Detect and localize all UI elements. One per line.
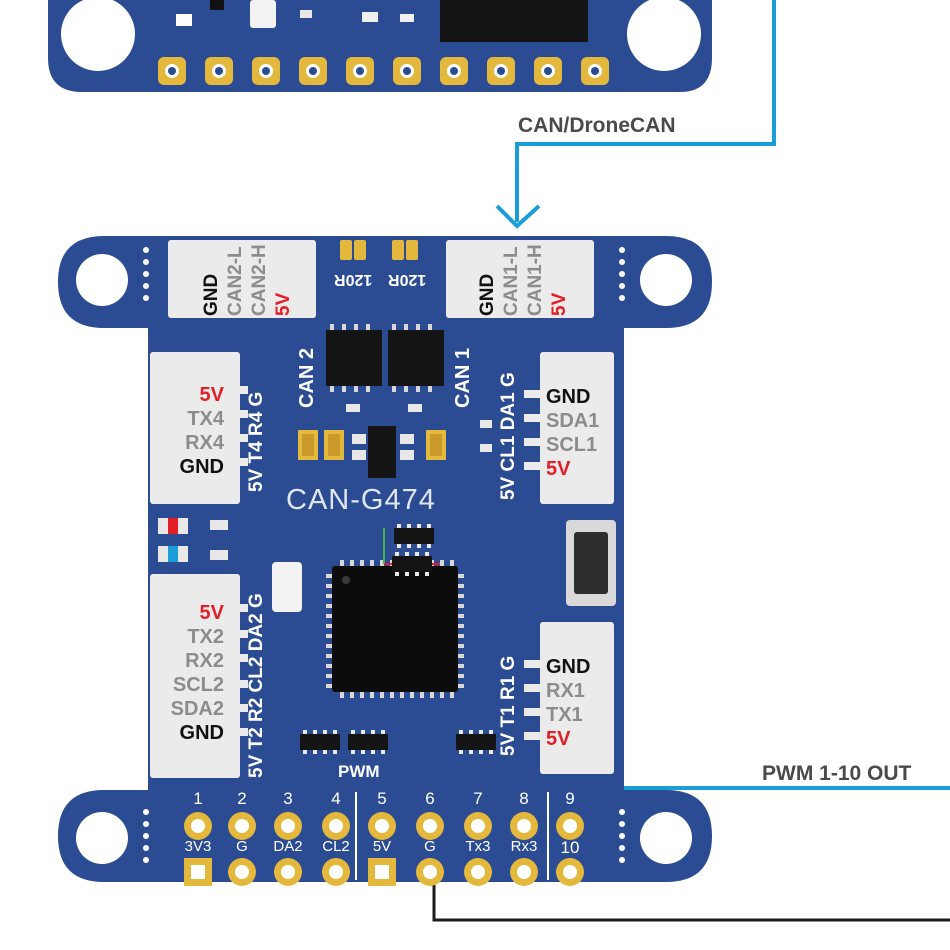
bottom-pin-label: Tx3 — [465, 838, 491, 855]
boot-button-graphic — [566, 520, 616, 606]
status-leds — [158, 518, 228, 562]
top-board-chip — [440, 0, 588, 42]
jumper-left-label: 120R — [334, 271, 373, 288]
can1-silk-label: CAN 1 — [452, 347, 474, 408]
uart4-pin-label: GND — [179, 456, 224, 478]
pwm-pin-number: 5 — [377, 789, 387, 808]
pwm-pin-number: 6 — [425, 789, 435, 808]
can2-pin-label: CAN2-H — [249, 244, 270, 316]
top-board-mount-hole-left — [61, 0, 135, 71]
can-wire — [515, 0, 776, 222]
can-wire-arrowhead — [495, 204, 541, 229]
can1-connector — [446, 240, 594, 318]
resistor-array — [348, 734, 388, 750]
ground-wire — [432, 872, 950, 922]
uart1-silk: 5V T1 R1 G — [498, 655, 519, 756]
bottom-pin-label: CL2 — [322, 838, 350, 855]
bottom-pin-label: G — [424, 838, 436, 855]
bottom-pin-label: 3V3 — [184, 838, 212, 855]
jumper-right-label: 120R — [388, 271, 427, 288]
can1-pin-label: CAN1-L — [501, 246, 522, 316]
mcu-chip — [332, 566, 458, 692]
resistor-array — [394, 528, 434, 544]
main-mount-hole-bl — [76, 812, 128, 864]
uart4-connector — [150, 352, 240, 504]
can1-pin-label: 5V — [549, 292, 570, 316]
uart4-pin-label: RX4 — [185, 432, 224, 454]
pwm-pin-number: 9 — [565, 789, 575, 808]
i2c1-pin-label: GND — [546, 386, 591, 408]
pwm-pin-number: 1 — [193, 789, 203, 808]
crystal — [272, 562, 302, 612]
can1-pin-label: CAN1-H — [525, 244, 546, 316]
resistor-array — [456, 734, 496, 750]
uart2-connector — [150, 574, 240, 778]
top-board — [48, 0, 712, 92]
pwm-pin-number: 10 — [560, 838, 580, 857]
uart1-pin-label: 5V — [546, 728, 571, 750]
main-mount-hole-br — [640, 812, 692, 864]
uart4-pin-label: 5V — [199, 384, 224, 406]
can1-transceiver-chip — [388, 330, 444, 386]
pwm-pin-number: 8 — [519, 789, 529, 808]
uart4-silk: 5V T4 R4 G — [246, 391, 267, 492]
can2-pin-label: GND — [201, 273, 222, 316]
uart2_i2c2-pin-label: SDA2 — [170, 698, 224, 720]
uart1-pin-label: RX1 — [546, 680, 585, 702]
resistor-array — [300, 734, 340, 750]
uart1-pin-label: GND — [546, 656, 591, 678]
uart4-pin-label: TX4 — [187, 408, 224, 430]
uart1-connector — [540, 622, 614, 774]
main-mount-hole-tl — [76, 254, 128, 306]
bottom-pin-label: DA2 — [273, 838, 303, 855]
i2c1-pin-label: 5V — [546, 458, 571, 480]
uart1-pin-label: TX1 — [546, 704, 583, 726]
bottom-pin-label: G — [236, 838, 248, 855]
uart2_i2c2-pin-label: GND — [179, 722, 224, 744]
main-board — [58, 236, 712, 886]
bottom-pin-label: Rx3 — [510, 838, 538, 855]
pwm-silk-label: PWM — [338, 762, 380, 781]
i2c1-pin-label: SDA1 — [546, 410, 600, 432]
pwm-pin-number: 7 — [473, 789, 483, 808]
top-board-mount-hole-right — [627, 0, 701, 71]
bottom-pin-label: 5V — [372, 838, 392, 855]
can-wire-label: CAN/DroneCAN — [518, 114, 676, 137]
can2-silk-label: CAN 2 — [296, 347, 318, 408]
can2-connector — [168, 240, 316, 318]
uart2_i2c2-pin-label: RX2 — [185, 650, 224, 672]
can2-transceiver-chip — [326, 330, 382, 386]
uart2_i2c2-pin-label: SCL2 — [172, 674, 224, 696]
jumper-pads — [340, 240, 418, 260]
uart2_i2c2-pin-label: TX2 — [187, 626, 224, 648]
can1-pin-label: GND — [477, 273, 498, 316]
uart2-silk: 5V T2 R2 CL2 DA2 G — [246, 593, 267, 778]
can2-pin-label: 5V — [273, 292, 294, 316]
resistor-array — [392, 556, 432, 572]
main-mount-hole-tr — [640, 254, 692, 306]
i2c1-silk: 5V CL1 DA1 G — [498, 372, 519, 500]
uart2_i2c2-pin-label: 5V — [199, 602, 224, 624]
pwm-pin-number: 3 — [283, 789, 293, 808]
pwm-pin-number: 2 — [237, 789, 247, 808]
board-name: CAN-G474 — [286, 484, 436, 516]
can2-pin-label: CAN2-L — [225, 246, 246, 316]
pwm-pin-number: 4 — [331, 789, 341, 808]
pwm-wire-label: PWM 1-10 OUT — [762, 762, 912, 785]
i2c1-connector — [540, 352, 614, 504]
i2c1-pin-label: SCL1 — [546, 434, 598, 456]
